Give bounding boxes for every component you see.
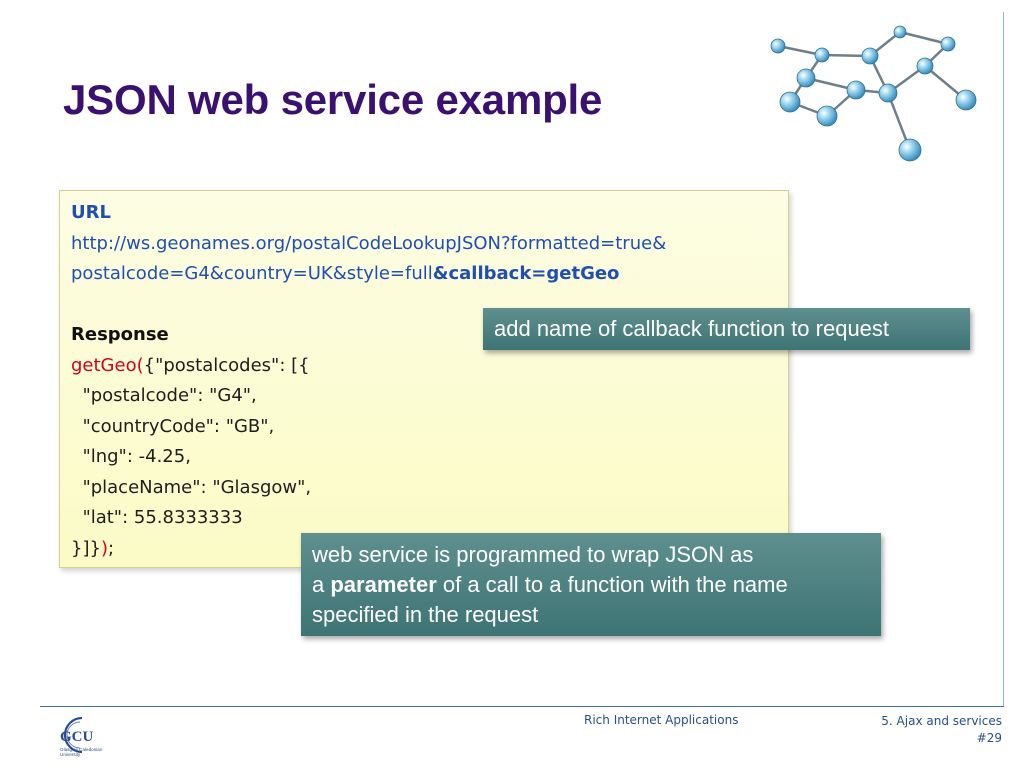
callback-parameter: &callback=getGeo: [432, 263, 620, 284]
response-close-brackets: }]}: [71, 537, 101, 559]
callout-wrap-bold: parameter: [330, 572, 437, 597]
response-semicolon: ;: [107, 537, 115, 559]
response-label: Response: [71, 324, 169, 345]
gcu-logo-subtext-2: University: [60, 752, 81, 757]
response-close-line: }]});: [71, 534, 788, 565]
gcu-logo-icon: GCU Glasgow Caledonian University: [60, 716, 103, 757]
gcu-logo-text: GCU: [60, 729, 94, 745]
footer-course-name: Rich Internet Applications: [584, 713, 739, 727]
code-example-box: URL http://ws.geonames.org/postalCodeLoo…: [59, 190, 789, 568]
callout-callback-text: add name of callback function to request: [494, 316, 890, 341]
callout-wrap-suffix: of a call to a function with the name: [436, 572, 788, 597]
response-line-2: "postalcode": "G4",: [71, 385, 257, 406]
callback-function-close: ): [100, 537, 108, 559]
callout-callback-note: add name of callback function to request: [483, 308, 970, 350]
footer-page-number: #29: [976, 731, 1002, 745]
footer-section-title: 5. Ajax and services: [881, 714, 1002, 728]
url-label: URL: [71, 202, 111, 223]
response-line-4: "lng": -4.25,: [71, 446, 191, 467]
response-line-1: getGeo({"postalcodes": [{: [71, 351, 788, 382]
response-line-3: "countryCode": "GB",: [71, 415, 275, 437]
callout-wrap-note: web service is programmed to wrap JSON a…: [301, 533, 881, 636]
url-heading-line: URL: [71, 198, 788, 229]
callback-function-open: getGeo(: [71, 354, 144, 376]
slide-title: JSON web service example: [63, 76, 603, 123]
callout-wrap-prefix: a: [312, 572, 331, 597]
response-line-6: "lat": 55.8333333: [71, 507, 243, 528]
right-border-rule: [1003, 12, 1004, 706]
callout-wrap-line-1: web service is programmed to wrap JSON a…: [312, 542, 754, 567]
footer-section-info: 5. Ajax and services #29: [881, 713, 1002, 747]
url-line-1: http://ws.geonames.org/postalCodeLookupJ…: [71, 229, 788, 260]
callout-wrap-line-2: a parameter of a call to a function with…: [312, 570, 881, 600]
url-text-2: postalcode=G4&country=UK&style=full: [71, 263, 433, 284]
url-text-1: http://ws.geonames.org/postalCodeLookupJ…: [71, 232, 667, 254]
callout-wrap-line-3: specified in the request: [312, 602, 539, 627]
response-text-1: {"postalcodes": [{: [143, 354, 310, 376]
response-heading-line: Response: [71, 320, 788, 351]
gcu-logo-subtext-1: Glasgow Caledonian: [60, 747, 103, 752]
footer-divider: [40, 706, 1004, 707]
molecule-network-icon: [770, 25, 977, 162]
url-line-2: postalcode=G4&country=UK&style=full&call…: [71, 259, 788, 290]
response-line-5: "placeName": "Glasgow",: [71, 476, 312, 498]
